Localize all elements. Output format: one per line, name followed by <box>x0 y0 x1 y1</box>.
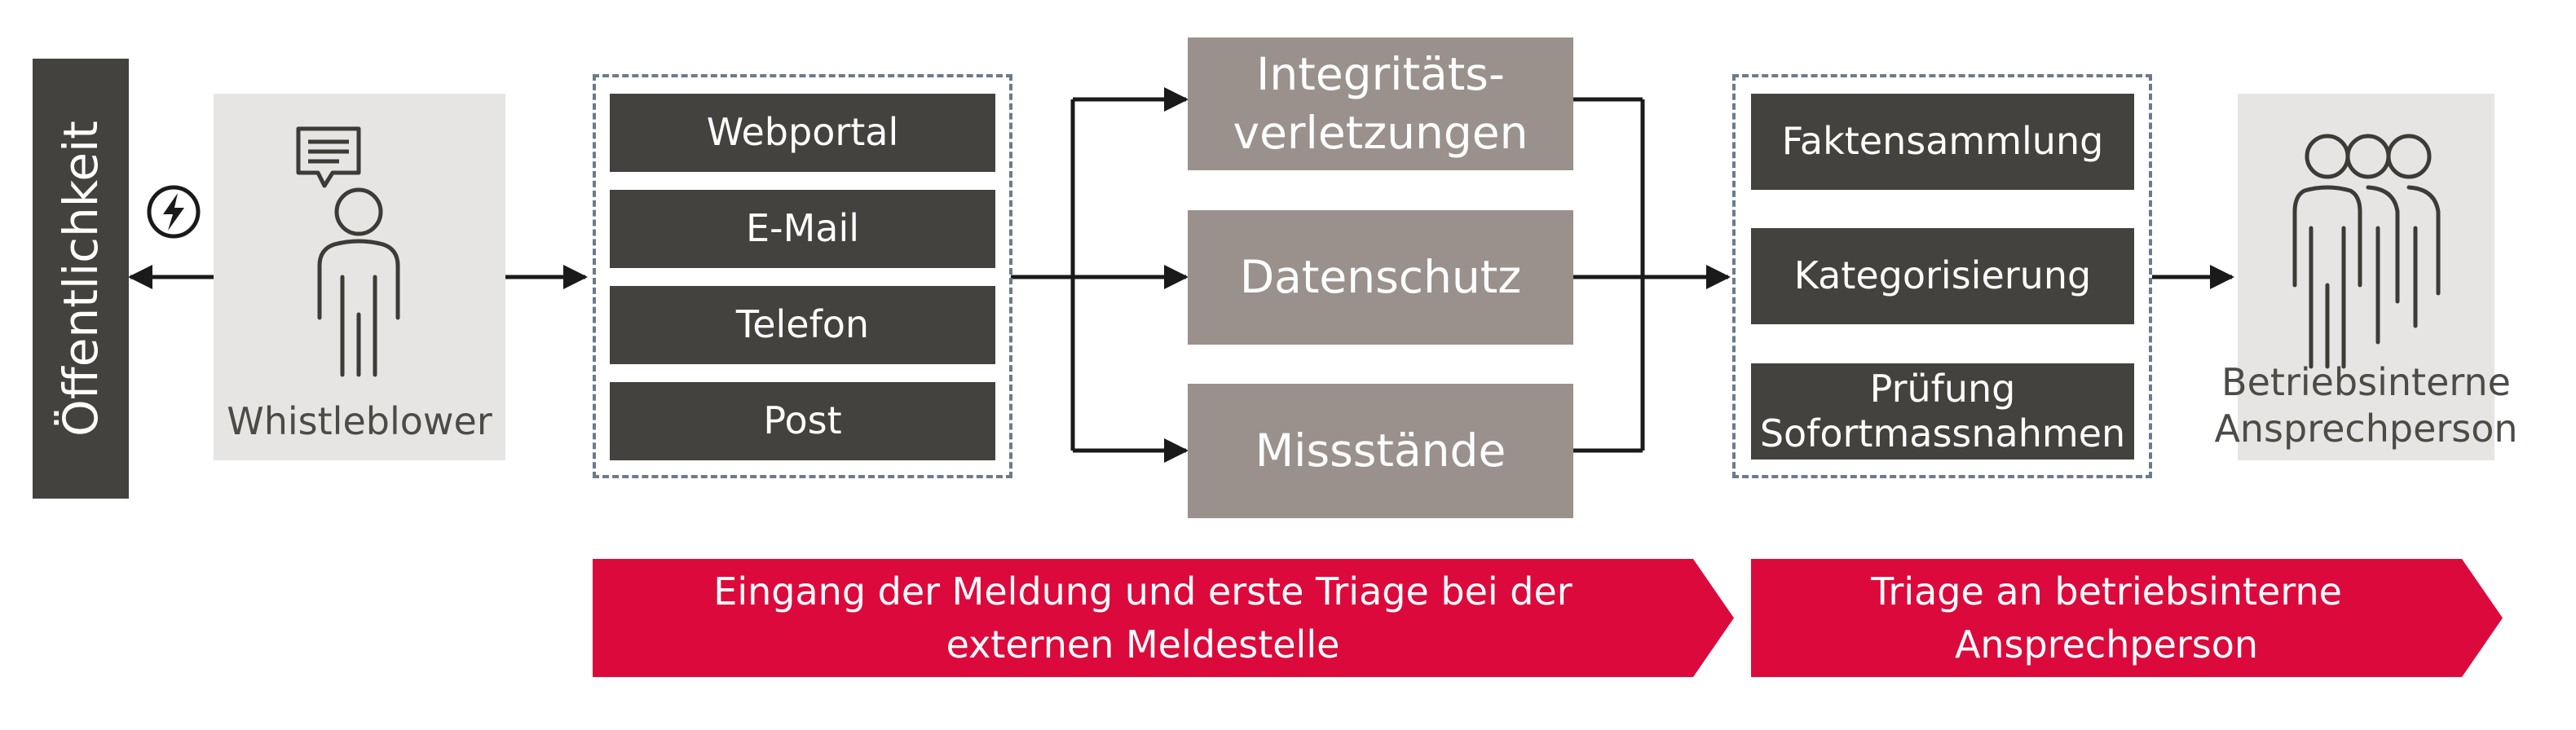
channel-webportal: Webportal <box>610 94 995 172</box>
channel-post: Post <box>610 382 995 460</box>
category-datenschutz: Datenschutz <box>1188 210 1573 345</box>
category-integritaet: Integritäts- verletzungen <box>1188 37 1573 170</box>
step-pruefung: Prüfung Sofortmassnahmen <box>1751 363 2134 460</box>
whistleblower-figure <box>296 126 400 377</box>
channel-email: E-Mail <box>610 190 995 268</box>
contact-label: Betriebsinterne Ansprechperson <box>2214 359 2518 451</box>
public-bar: Öffentlichkeit <box>33 59 129 499</box>
group-icon <box>2292 134 2441 369</box>
whistleblower-label: Whistleblower <box>227 399 492 444</box>
banner-external-intake-text: Eingang der Meldung und erste Triage bei… <box>713 569 1573 666</box>
channel-telefon: Telefon <box>610 286 995 364</box>
contact-panel: Betriebsinterne Ansprechperson <box>2214 94 2518 460</box>
channels-group <box>593 74 1012 478</box>
steps-group <box>1732 74 2152 478</box>
step-kategorisierung: Kategorisierung <box>1751 228 2134 324</box>
lightning-icon <box>147 185 201 239</box>
speech-bubble-icon <box>296 126 361 188</box>
step-faktensammlung: Faktensammlung <box>1751 94 2134 190</box>
banner-internal-triage: Triage an betriebsinterne Ansprechperson <box>1751 559 2503 677</box>
banner-internal-triage-text: Triage an betriebsinterne Ansprechperson <box>1871 569 2342 666</box>
person-icon <box>317 187 400 377</box>
public-label: Öffentlichkeit <box>53 121 108 437</box>
category-missstaende: Missstände <box>1188 384 1573 518</box>
whistleblower-panel: Whistleblower <box>214 94 505 460</box>
banner-external-intake: Eingang der Meldung und erste Triage bei… <box>593 559 1734 677</box>
